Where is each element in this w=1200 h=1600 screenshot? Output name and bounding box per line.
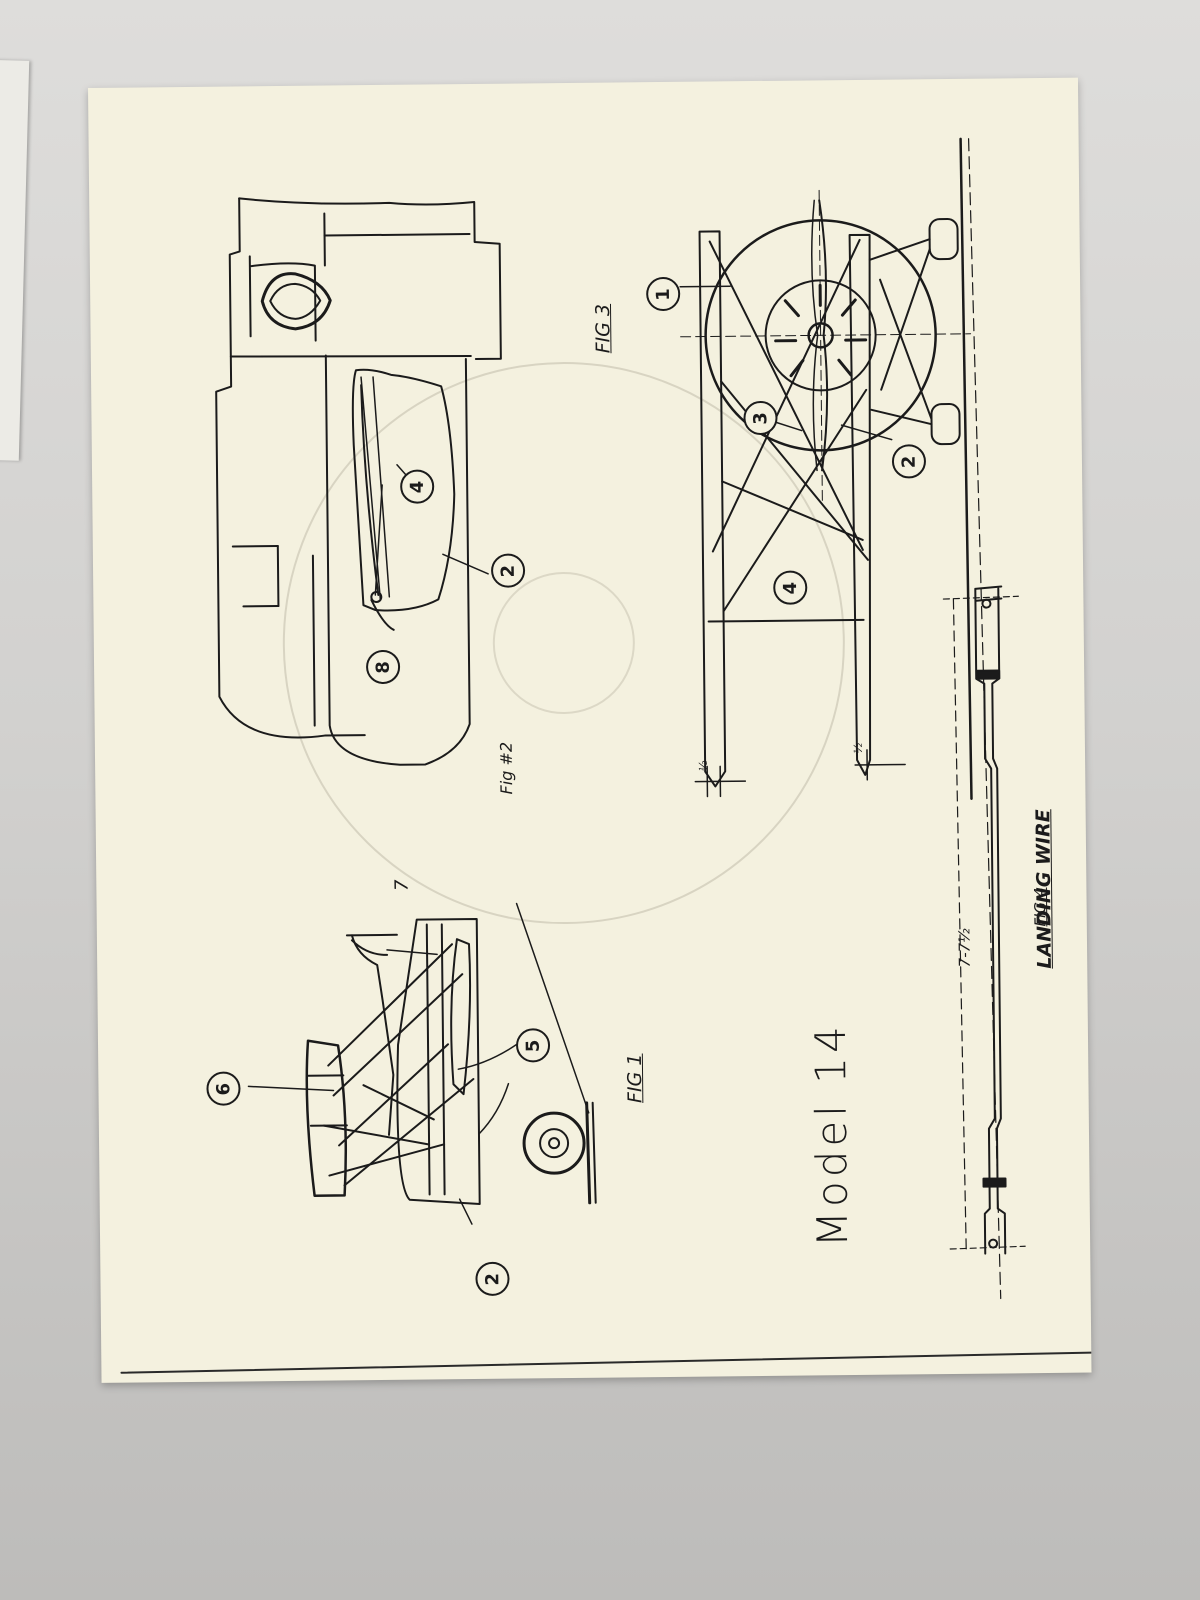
fig1-callout-2: 2 [475, 1261, 510, 1297]
fig3-callout-3: 3 [743, 400, 778, 436]
fig3-label: FIG 3 [591, 303, 615, 354]
fig2-callout-2: 2 [490, 553, 526, 588]
fig2-callout-8: 8 [365, 649, 401, 685]
fig3-callout-4: 4 [773, 570, 808, 605]
fig3-callout-1: 1 [646, 276, 681, 312]
fig2-label: Fig #2 [496, 741, 517, 795]
model-title: Model 14 [805, 1022, 858, 1248]
bleedthrough-ghost-inner [492, 572, 635, 715]
technical-drawing [120, 137, 1092, 1374]
fig2-callout-4: 4 [400, 469, 435, 504]
fig1-callout-6: 6 [206, 1071, 241, 1106]
fig3-dim-lower: ½ [851, 743, 865, 754]
fig1-callout-5: 5 [515, 1028, 551, 1063]
bleedthrough-ghost [282, 362, 845, 925]
fig2-fuselage-drawing [215, 197, 502, 766]
fig3-front-view-drawing [679, 137, 973, 801]
fig4-label: FIG.4 [1030, 887, 1050, 927]
fig1-marker-7: 7 [391, 879, 413, 892]
fig3-dim-upper: ½ [696, 760, 711, 772]
drawing-sheet: FIG 3 Fig #2 FIG 1 7 Model 14 LANDING WI… [88, 77, 1092, 1383]
fig1-perspective-drawing [247, 902, 597, 1225]
fig4-dimension: 7-7½ [955, 928, 974, 968]
fig3-callout-2: 2 [891, 444, 927, 479]
fig4-landing-wire-drawing [942, 138, 1026, 1300]
fig1-label: FIG 1 [623, 1053, 647, 1104]
